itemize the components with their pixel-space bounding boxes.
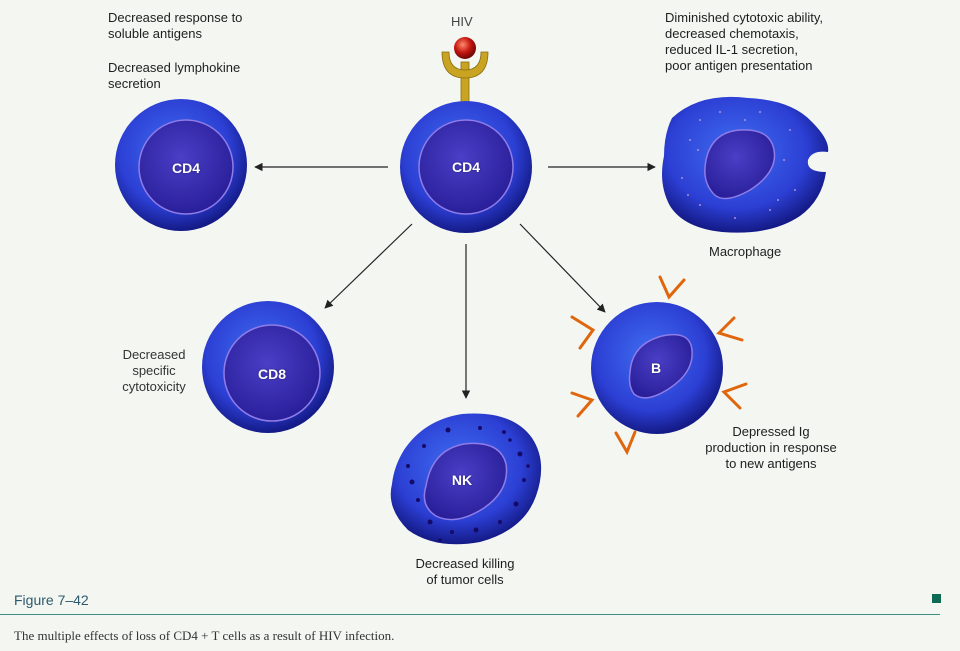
cd8-cell — [202, 301, 334, 433]
macrophage-label: Macrophage — [709, 244, 782, 259]
cd4-left-cell — [115, 99, 247, 231]
cd4-center-cell — [400, 101, 532, 233]
macrophage-cell — [662, 96, 829, 233]
b-cell-effects: Depressed Ig production in response to n… — [705, 424, 837, 471]
figure-marker-icon — [932, 594, 941, 603]
cd4-effects-response: Decreased response to soluble antigens — [108, 10, 243, 41]
figure-caption: The multiple effects of loss of CD4 + T … — [14, 628, 395, 643]
arrow-to-b-cell — [519, 223, 606, 313]
b-cell-label: B — [650, 360, 662, 376]
hiv-virus-icon — [441, 37, 489, 105]
cd8-label: CD8 — [257, 366, 287, 382]
b-cell — [591, 302, 723, 434]
cd4-effects-lymphokine: Decreased lymphokine secretion — [108, 60, 241, 91]
figure-divider — [0, 614, 940, 615]
hiv-label: HIV — [451, 14, 473, 29]
cd4-center-label: CD4 — [451, 159, 481, 175]
cd8-effects: Decreased specific cytotoxicity — [122, 347, 186, 394]
cd4-left-label: CD4 — [171, 160, 201, 176]
nk-cell — [390, 413, 542, 545]
figure-title: Figure 7–42 — [14, 592, 89, 608]
arrow-to-cd8 — [324, 223, 413, 309]
macrophage-effects: Diminished cytotoxic ability, decreased … — [665, 10, 823, 73]
antibody-icons — [570, 275, 748, 456]
nk-label: NK — [451, 472, 473, 488]
nk-effects: Decreased killing of tumor cells — [415, 556, 515, 587]
